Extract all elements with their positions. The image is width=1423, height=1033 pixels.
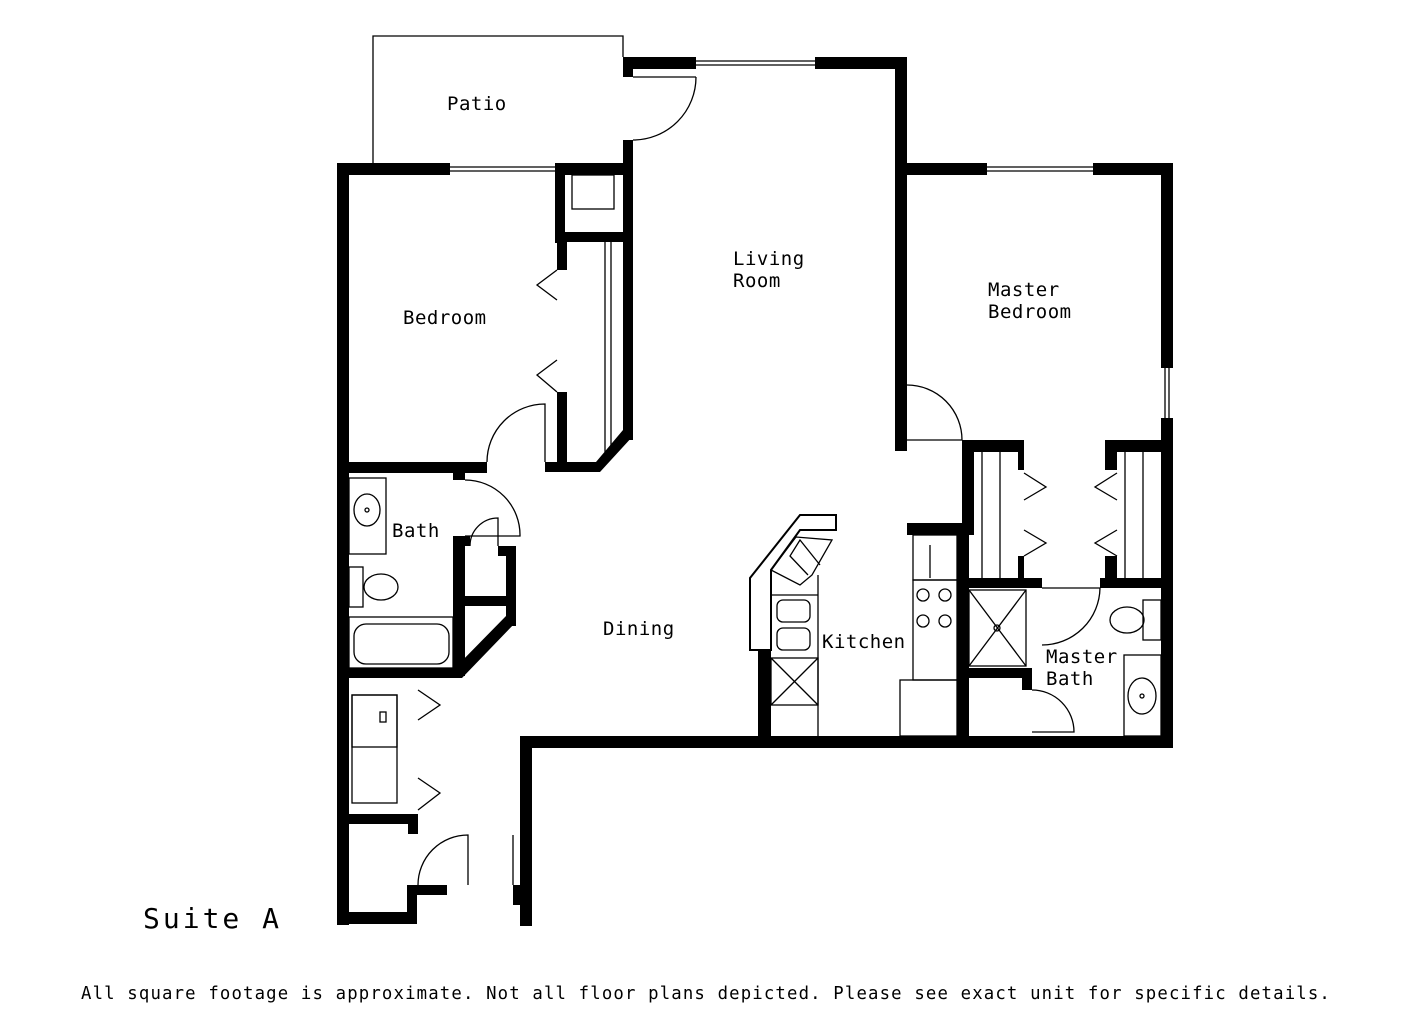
room-label-living-line2: Room <box>733 270 781 292</box>
room-label-dining: Dining <box>603 618 675 640</box>
room-label-master-bath-line1: Master <box>1046 646 1118 668</box>
room-label-bedroom: Bedroom <box>403 307 487 329</box>
walls <box>337 57 1173 926</box>
fixtures-and-doors <box>348 35 1170 886</box>
disclaimer-text: All square footage is approximate. Not a… <box>81 983 1331 1004</box>
room-label-master-bedroom-line1: Master <box>988 279 1060 301</box>
room-label-kitchen: Kitchen <box>822 631 906 653</box>
room-label-master-bedroom-line2: Bedroom <box>988 301 1072 323</box>
plan-title: Suite A <box>143 902 282 935</box>
room-label-patio: Patio <box>447 93 507 115</box>
room-label-bath: Bath <box>392 520 440 542</box>
room-label-master-bath-line2: Bath <box>1046 668 1094 690</box>
room-label-living-line1: Living <box>733 248 805 270</box>
